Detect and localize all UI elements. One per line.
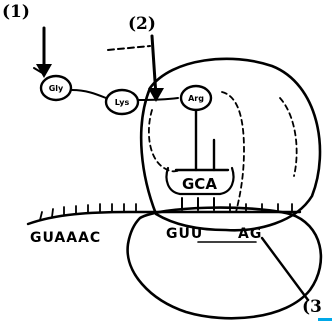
mrna-sequence-left: GUAAAC — [30, 230, 101, 246]
mrna-sequence-middle: GUU — [166, 226, 203, 242]
pointer-3-line — [262, 238, 308, 300]
pointer-2-line — [152, 36, 156, 96]
label-3: (3 — [302, 297, 322, 317]
ribosome-small-subunit — [128, 208, 321, 319]
amino-acid-gly-label: Gly — [49, 84, 64, 93]
ribosome-site-outline — [222, 92, 244, 212]
label-2: (2) — [128, 14, 156, 34]
mrna-sequence-right: AG — [238, 226, 262, 242]
amino-acid-lys-label: Lys — [115, 98, 130, 107]
ribosome-exit-outline — [280, 98, 297, 176]
peptide-bond-1 — [72, 90, 106, 98]
peptide-link-dash — [108, 46, 150, 50]
corner-mark — [318, 318, 332, 321]
label-1: (1) — [2, 2, 30, 22]
anticodon-text: GCA — [182, 175, 217, 193]
amino-acid-arg-label: Arg — [188, 94, 204, 103]
trna-body — [149, 110, 180, 171]
